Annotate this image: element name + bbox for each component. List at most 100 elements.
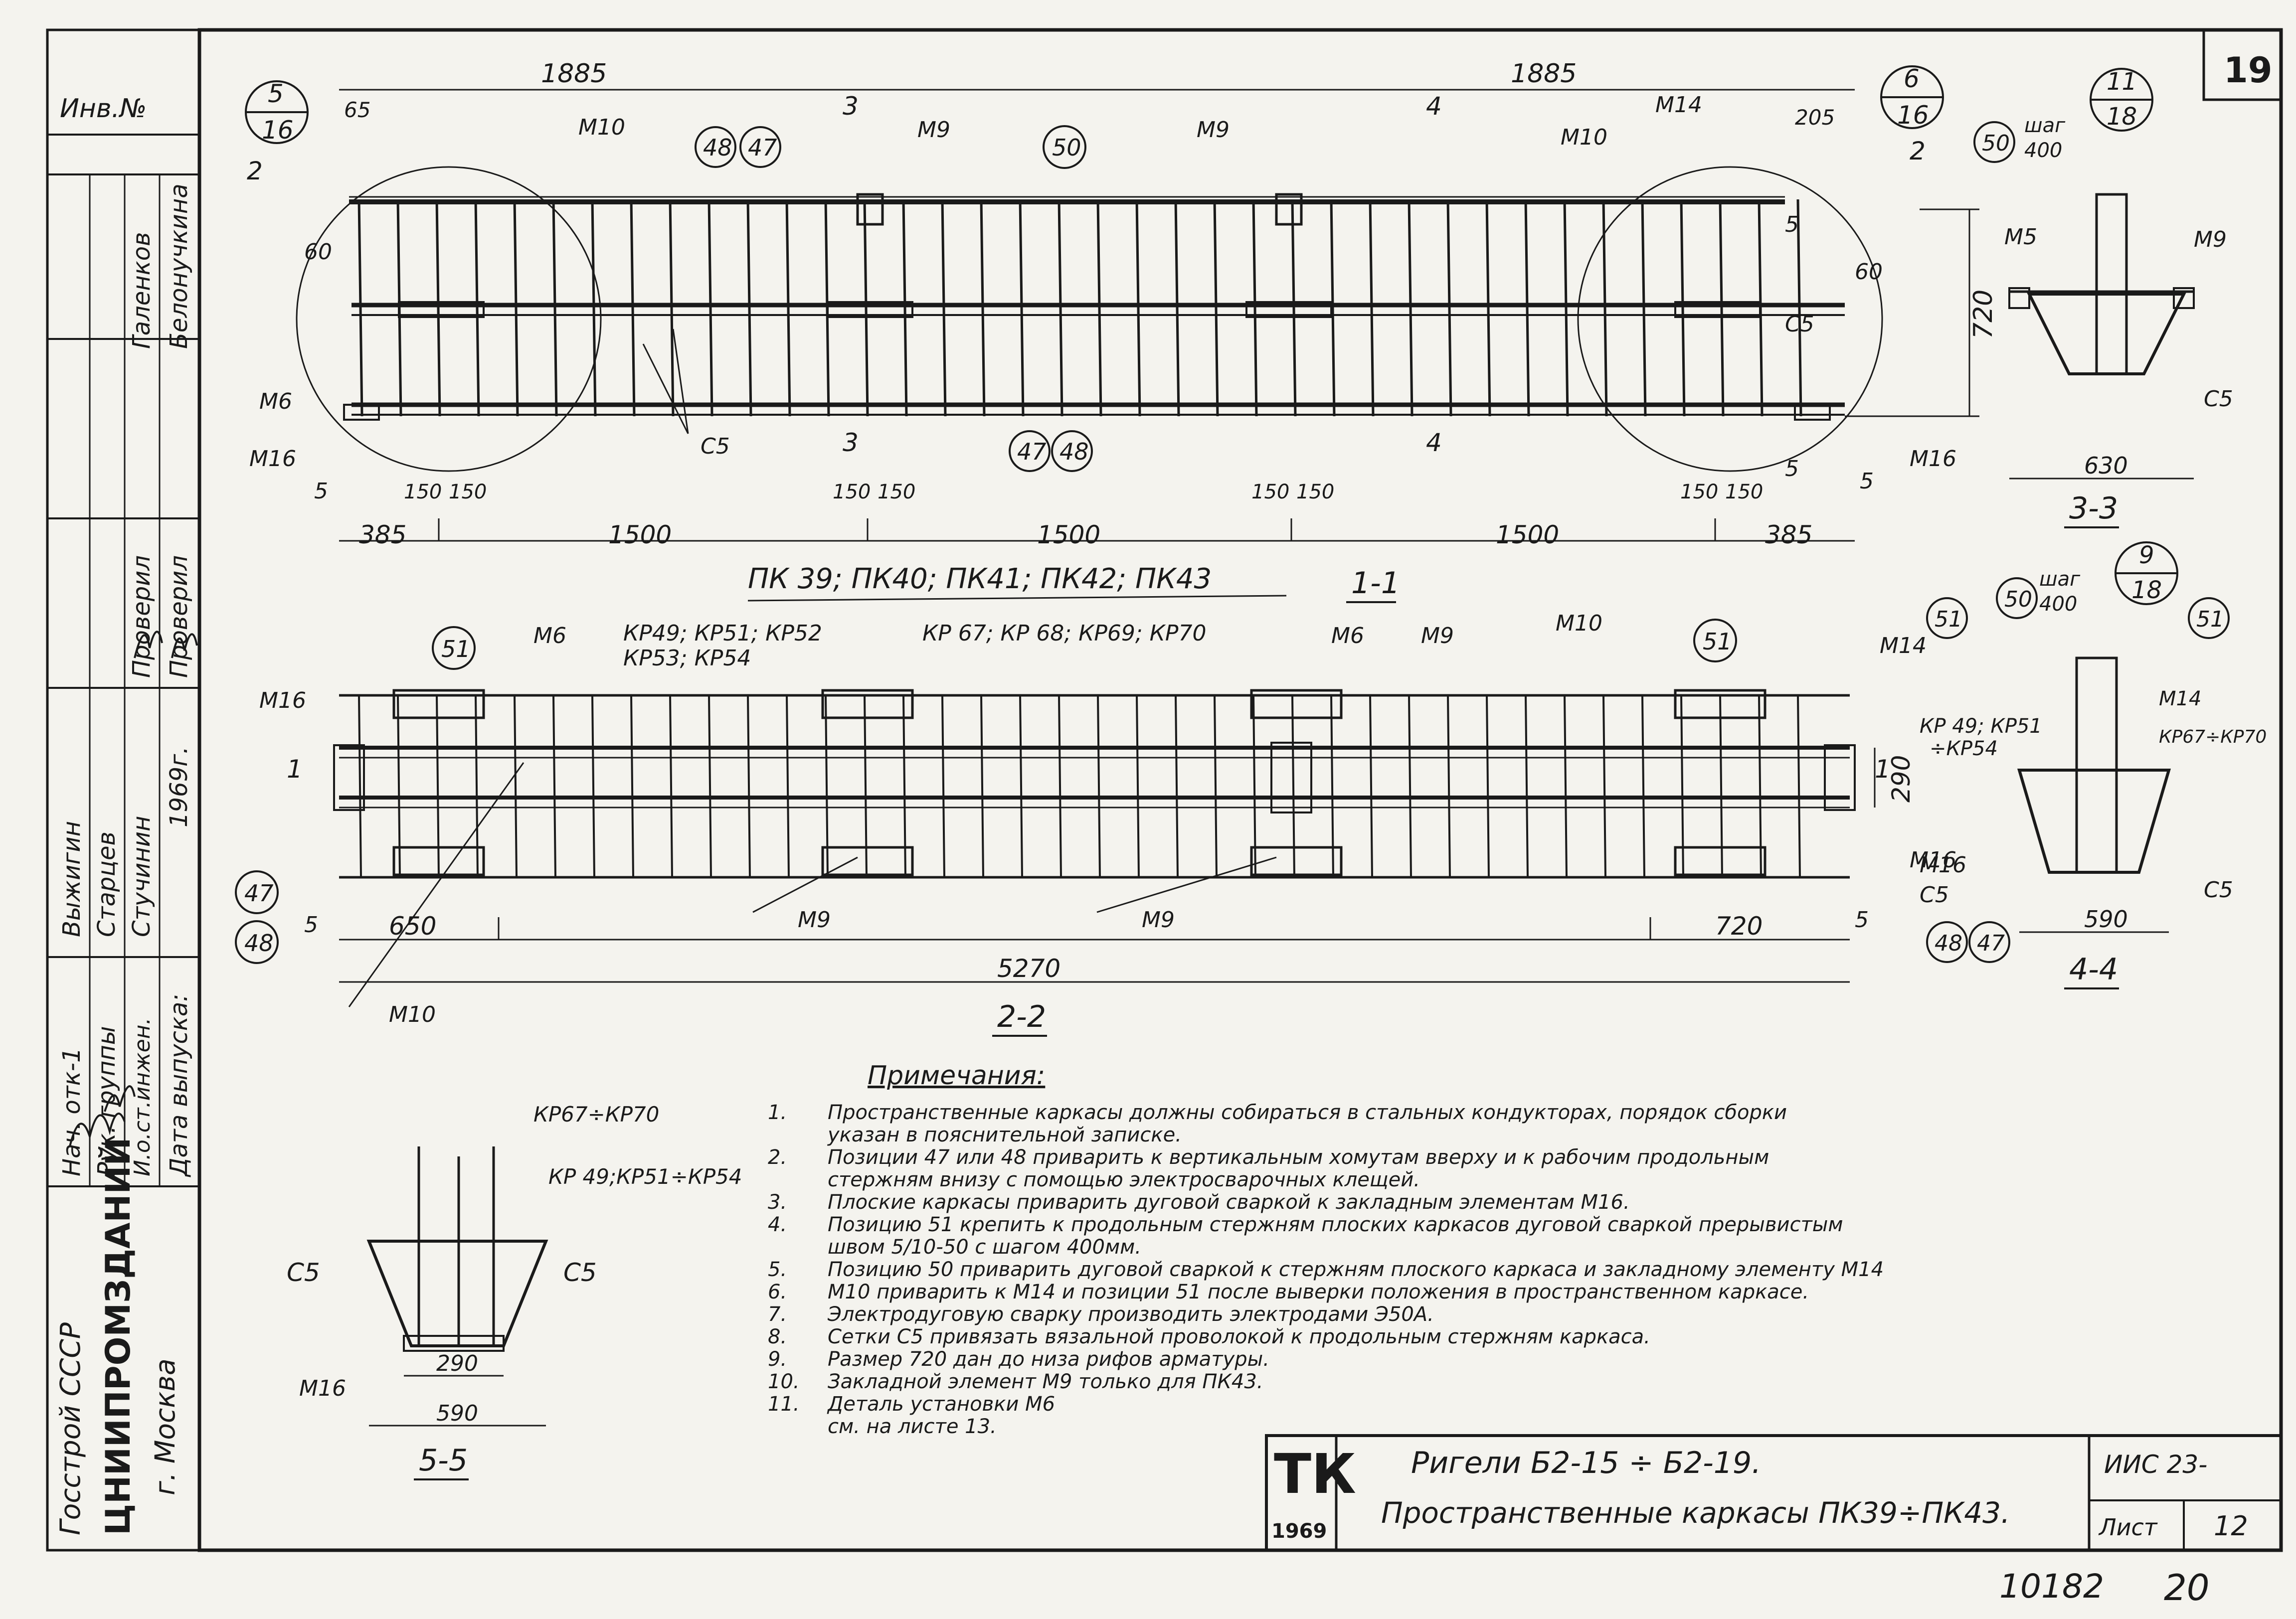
step-value: 400: [2024, 139, 2062, 162]
label-m10: M10: [389, 1002, 436, 1027]
label-kr67-70: КР67÷КР70: [533, 1102, 659, 1127]
dim-5: 5: [1855, 907, 1869, 933]
stirrup: [1602, 199, 1608, 417]
note-text: указан в пояснительной записке.: [827, 1124, 1182, 1146]
stirrup: [864, 695, 868, 878]
label-m16: M16: [1910, 446, 1956, 472]
dim-65: 65: [344, 98, 370, 122]
note-text: Сетки С5 привязать вязальной проволокой …: [828, 1325, 1650, 1348]
label-c5: C5: [1785, 312, 1814, 337]
label-kr49-54: КР 49;КР51÷КР54: [548, 1164, 742, 1189]
name-1: Выжигин: [58, 821, 86, 937]
label-m9: M9: [798, 907, 831, 933]
label-m16: M16: [1910, 847, 1956, 873]
stirrup: [1797, 695, 1801, 878]
corner-sheet-number: 19: [2224, 50, 2272, 91]
dim-150: 150: [404, 481, 442, 503]
dim-150: 150: [878, 481, 915, 503]
note-text: стержням внизу с помощью электросварочны…: [828, 1168, 1420, 1191]
label-m16: M16: [259, 688, 306, 713]
stirrup: [669, 199, 675, 417]
stirrup: [1058, 199, 1063, 417]
label-m5: M5: [2004, 224, 2037, 250]
title-line-2: Пространственные каркасы ПК39÷ПК43.: [1381, 1496, 2010, 1530]
section-title-4-4: 4-4: [2069, 952, 2118, 987]
cut-3-top: 3: [843, 92, 859, 121]
stirrup: [1252, 695, 1256, 878]
label-m14: M14: [1880, 633, 1927, 658]
stirrup: [1602, 695, 1606, 878]
label-c5: C5: [287, 1258, 320, 1287]
stirrup: [1719, 695, 1723, 878]
title-line-1: Ригели Б2-15 ÷ Б2-19.: [1411, 1446, 1761, 1480]
stirrup: [1135, 199, 1141, 417]
pos-circle-51: 51: [441, 636, 471, 662]
stirrup: [1019, 199, 1025, 417]
label-kr54: ÷КР54: [1930, 737, 1998, 760]
label-c5: C5: [563, 1258, 597, 1287]
stirrup: [1291, 695, 1295, 878]
label-m16: M16: [249, 446, 296, 472]
stirrup: [436, 695, 440, 878]
label-kr49-51: КР 49; КР51: [1920, 715, 2042, 738]
pos-circle-47: 47: [1977, 931, 2005, 956]
dim-1885-left: 1885: [541, 59, 607, 89]
stirrup: [474, 199, 480, 417]
label-m10: M10: [1561, 125, 1607, 150]
dim-1500-3: 1500: [1496, 520, 1559, 549]
stirrup: [1796, 199, 1802, 417]
kr-mid: КР 67; КР 68; КР69; КР70: [922, 621, 1206, 646]
stirrup: [1058, 695, 1062, 878]
note-number: 8.: [768, 1325, 787, 1348]
stirrup: [1408, 199, 1413, 417]
stirrup: [902, 199, 908, 417]
name-4: 1969г.: [165, 746, 193, 827]
note-number: 5.: [768, 1258, 787, 1281]
stirrup: [786, 695, 790, 878]
dim-150: 150: [833, 481, 871, 503]
cut-5-top: 5: [1785, 212, 1799, 237]
stirrup: [1525, 695, 1529, 878]
dim-60-right: 60: [1855, 259, 1883, 285]
stirrup: [630, 695, 634, 878]
pos-circle-50: 50: [2004, 587, 2032, 612]
stirrup: [1291, 199, 1297, 417]
tk-year: 1969: [1271, 1520, 1327, 1543]
cut-2-left: 2: [247, 157, 263, 185]
role-2: Рук. группы: [93, 1026, 121, 1176]
stirrup: [1174, 199, 1180, 417]
pos-circle-51: 51: [1935, 607, 1962, 632]
sheet-number: 12: [2214, 1510, 2248, 1542]
dim-385-left: 385: [359, 520, 406, 549]
dim-205: 205: [1795, 105, 1835, 130]
stirrup: [552, 695, 556, 878]
note-number: 1.: [768, 1101, 787, 1124]
stirrup: [1214, 695, 1218, 878]
stirrup: [863, 199, 869, 417]
note-text: Закладной элемент М9 только для ПК43.: [828, 1370, 1263, 1393]
org-gosstroy: Госстрой СССР: [54, 1322, 86, 1535]
dim-630: 630: [2084, 452, 2128, 479]
dim-720: 720: [1715, 912, 1763, 941]
pos-circle-48: 48: [244, 930, 274, 957]
label-m6: M6: [1331, 623, 1364, 648]
stirrup: [1096, 199, 1102, 417]
detail-11-num: 11: [2107, 68, 2137, 96]
checked-1: Проверил: [128, 555, 156, 678]
note-text: Плоские каркасы приварить дуговой сварко…: [828, 1191, 1630, 1214]
stirrup: [1097, 695, 1101, 878]
checked-2: Проверил: [165, 555, 193, 678]
stirrup: [591, 199, 597, 417]
stirrup: [1719, 199, 1725, 417]
dim-1885-right: 1885: [1511, 59, 1577, 89]
stirrup: [1175, 695, 1179, 878]
detail-11-den: 18: [2107, 103, 2137, 131]
page-number: 20: [2164, 1567, 2210, 1609]
label-m10: M10: [578, 115, 625, 140]
view-5-5: КР67÷КР70 КР 49;КР51÷КР54 C5 C5 M16 290 …: [287, 1102, 742, 1480]
note-text: швом 5/10-50 с шагом 400мм.: [828, 1236, 1141, 1259]
label-m16: M16: [1920, 852, 1966, 878]
label-c5: C5: [1920, 882, 1949, 908]
caption-pk-list: ПК 39; ПК40; ПК41; ПК42; ПК43: [748, 563, 1212, 595]
section-title-2-2: 2-2: [997, 999, 1046, 1034]
